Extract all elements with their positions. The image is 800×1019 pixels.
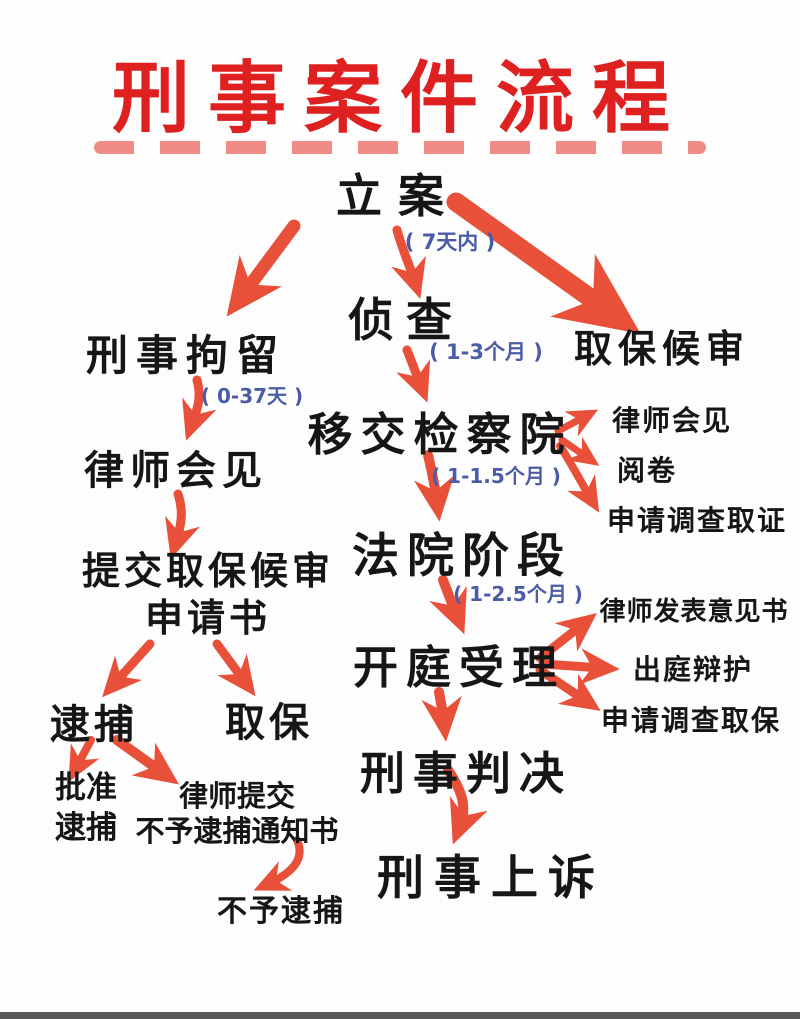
arrow-juliu-to-lvshi [182, 375, 217, 441]
node-yijiao-jianchayuan: 移交检察院 [307, 408, 573, 461]
arrow-kaiting-to-chuting [538, 648, 620, 685]
arrow-zhencha-to-yijiao [396, 345, 431, 403]
node-daibu: 逮捕 [50, 702, 138, 748]
duration-juliu: ( 0-37天 ) [200, 384, 304, 408]
tijiao-line2: 申请书 [144, 596, 272, 640]
arrow-yijiao-to-yuejuan [558, 436, 600, 466]
duration-fayuan: ( 1-2.5个月 ) [453, 582, 583, 606]
node-xingshi-shangsu: 刑事上诉 [377, 851, 605, 906]
node-fayuan-jieduan: 法院阶段 [352, 529, 572, 584]
arrow-lian-to-juliu [226, 219, 301, 317]
arrow-lvshi-to-tijiao [165, 489, 200, 560]
arrow-panjue-to-shangsu [443, 765, 488, 845]
node-side-shenqing-quzheng: 申请调查取证 [606, 504, 788, 537]
pizhun-line1: 批准 [55, 770, 117, 806]
duration-lian: ( 7天内 ) [404, 230, 496, 254]
node-side-shenqing-qubao: 申请调查取保 [600, 704, 782, 737]
arrow-tijiao-to-qubao [212, 639, 256, 697]
page-title: 刑事案件流程 [111, 54, 689, 144]
arrow-kaiting-to-panjue [421, 687, 462, 742]
node-side-lvshi-huijian: 律师会见 [611, 404, 733, 437]
arrow-daibu-to-pizhun [68, 736, 100, 782]
title-underline [94, 141, 706, 154]
arrow-yijiao-to-quzheng [556, 442, 600, 513]
node-tijiao-qubao-shenqingshu: 提交取保候审 申请书 [82, 548, 334, 642]
duration-zhencha: ( 1-3个月 ) [429, 340, 543, 364]
arrow-tijiao-to-daibu [102, 639, 155, 698]
duration-yijiao: ( 1-1.5个月 ) [431, 464, 561, 488]
arrow-lvshitijiao-to-buyudaibu [253, 836, 304, 891]
tijiao-line1: 提交取保候审 [81, 549, 335, 593]
node-lvshi-huijian-left: 律师会见 [84, 448, 268, 494]
arrow-fayuan-to-kaiting [429, 575, 467, 635]
node-kaiting-shouli: 开庭受理 [352, 641, 566, 694]
arrow-lian-to-zhencha [391, 225, 426, 300]
node-zhencha: 侦查 [348, 293, 464, 347]
node-side-chuting-bianhu: 出庭辩护 [632, 653, 754, 686]
lvshi-tijiao-line2: 不予逮捕通知书 [135, 814, 339, 848]
arrow-lian-to-qubaohoushen [446, 192, 641, 334]
node-xingshi-panjue: 刑事判决 [359, 747, 573, 800]
pizhun-line2: 逮捕 [55, 810, 117, 846]
arrow-kaiting-to-yijianshu [535, 612, 597, 663]
bottom-edge-bar [0, 1012, 800, 1019]
node-qubao: 取保 [225, 700, 313, 746]
node-qubao-houshen: 取保候审 [573, 327, 751, 371]
node-side-yijianshu: 律师发表意见书 [599, 597, 789, 627]
node-xingshi-juliu: 刑事拘留 [85, 331, 287, 380]
lvshi-tijiao-line1: 律师提交 [178, 779, 296, 813]
node-pizhun-daibu: 批准 逮捕 [55, 768, 117, 848]
arrow-yijiao-to-fayuan [413, 450, 455, 522]
arrow-kaiting-to-qubao [535, 665, 601, 711]
arrow-yijiao-to-lvshihuijian [554, 409, 599, 437]
node-side-yuejuan: 阅卷 [616, 454, 678, 487]
node-lvshi-tijiao: 律师提交 不予逮捕通知书 [135, 779, 338, 849]
node-lian: 立案 [336, 169, 460, 223]
node-buyu-daibu: 不予逮捕 [217, 894, 345, 929]
arrow-daibu-to-lvshitijiao [112, 735, 180, 785]
